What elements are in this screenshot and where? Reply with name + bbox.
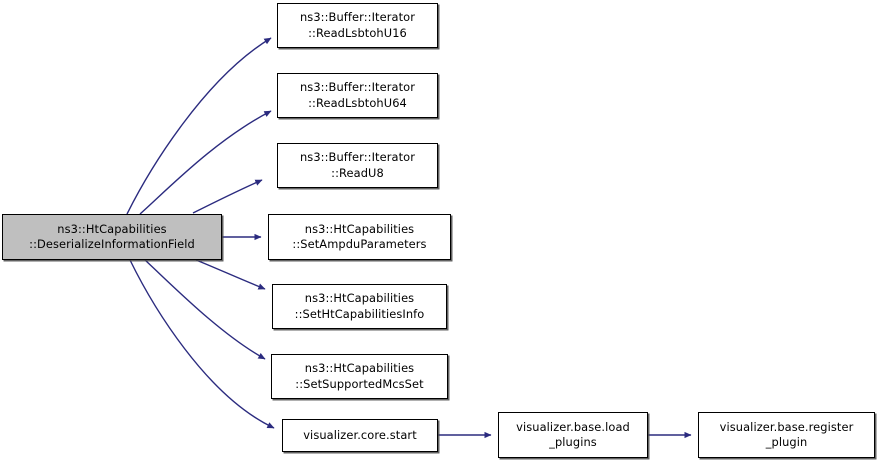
node-ns3-buffer-iterator-readu8[interactable]: ns3::Buffer::Iterator ::ReadU8: [277, 143, 438, 188]
node-label: visualizer.base.load _plugins: [516, 419, 630, 450]
node-label: ns3::HtCapabilities ::SetAmpduParameters: [292, 221, 427, 252]
node-label: ns3::Buffer::Iterator ::ReadU8: [299, 150, 415, 180]
node-ns3-htcapabilities-sethtcapabilitiesinfo[interactable]: ns3::HtCapabilities ::SetHtCapabilitiesI…: [272, 284, 447, 329]
node-ns3-buffer-iterator-readlsbtohu64[interactable]: ns3::Buffer::Iterator ::ReadLsbtohU64: [277, 73, 438, 118]
edge-deserialize-to-setsupportedmcsset: [144, 259, 266, 360]
node-ns3-htcapabilities-setsupportedmcsset[interactable]: ns3::HtCapabilities ::SetSupportedMcsSet: [271, 354, 448, 399]
node-label: ns3::Buffer::Iterator ::ReadLsbtohU64: [299, 80, 415, 110]
node-label: ns3::HtCapabilities ::SetSupportedMcsSet: [295, 361, 424, 391]
node-label: ns3::Buffer::Iterator ::ReadLsbtohU16: [299, 10, 415, 40]
node-visualizer-core-start[interactable]: visualizer.core.start: [282, 419, 438, 452]
edge-deserialize-to-readlsbtohu16: [126, 37, 272, 215]
node-label: ns3::HtCapabilities ::DeserializeInforma…: [29, 221, 195, 252]
node-label: ns3::HtCapabilities ::SetHtCapabilitiesI…: [294, 291, 425, 321]
edge-deserialize-to-visualizer-core-start: [129, 259, 275, 429]
node-ns3-htcapabilities-deserializeinformationfield[interactable]: ns3::HtCapabilities ::DeserializeInforma…: [2, 214, 222, 260]
edge-deserialize-to-sethtcapabilitiesinfo: [195, 259, 266, 290]
edge-deserialize-to-readlsbtohu64: [139, 110, 272, 215]
edge-deserialize-to-readu8: [192, 179, 263, 214]
node-visualizer-base-register-plugin[interactable]: visualizer.base.register _plugin: [698, 412, 875, 458]
node-ns3-htcapabilities-setampduparameters[interactable]: ns3::HtCapabilities ::SetAmpduParameters: [268, 214, 451, 260]
node-visualizer-base-load-plugins[interactable]: visualizer.base.load _plugins: [498, 412, 648, 458]
node-label: visualizer.base.register _plugin: [719, 419, 854, 450]
node-label: visualizer.core.start: [303, 427, 417, 442]
node-ns3-buffer-iterator-readlsbtohu16[interactable]: ns3::Buffer::Iterator ::ReadLsbtohU16: [277, 3, 438, 48]
